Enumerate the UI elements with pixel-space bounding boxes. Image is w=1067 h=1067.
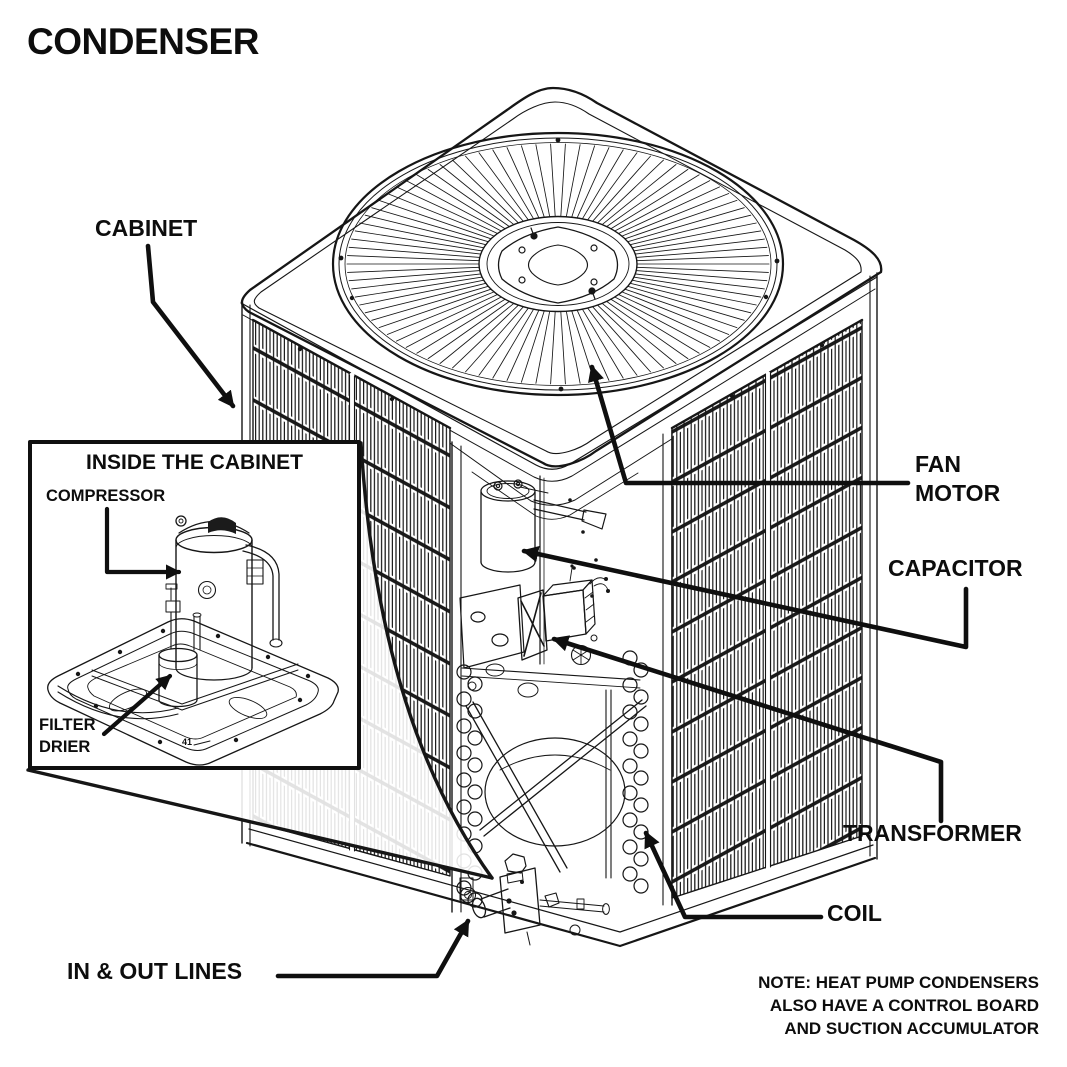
- note-line1: NOTE: HEAT PUMP CONDENSERS: [758, 973, 1039, 992]
- label-capacitor: CAPACITOR: [888, 555, 1023, 581]
- label-filter-line2: DRIER: [39, 738, 91, 756]
- base-pan-drawing: [47, 618, 339, 766]
- label-filter-drier: FILTER DRIER: [39, 714, 96, 758]
- coil-arrow: [643, 830, 824, 920]
- note-text: NOTE: HEAT PUMP CONDENSERS ALSO HAVE A C…: [758, 971, 1039, 1040]
- label-fan-motor: FAN MOTOR: [915, 450, 1000, 508]
- label-compressor: COMPRESSOR: [46, 487, 166, 505]
- fan-motor-arrow: [588, 364, 911, 486]
- filter-drier-arrow: [101, 673, 173, 737]
- fan-motor-mount-plate: [497, 226, 619, 304]
- in-out-lines-arrow: [275, 918, 471, 979]
- note-line3: AND SUCTION ACCUMULATOR: [784, 1019, 1039, 1038]
- leader-arrows: [101, 243, 969, 979]
- label-transformer: TRANSFORMER: [843, 820, 1022, 846]
- right-louver-panel: [670, 318, 864, 899]
- label-part-41: 41: [182, 737, 193, 747]
- transformer-drawing: [517, 564, 610, 661]
- label-cabinet: CABINET: [95, 215, 198, 241]
- capacitor-drawing: [480, 479, 607, 573]
- label-fan-motor-line1: FAN: [915, 451, 961, 477]
- fan-grille: [331, 131, 785, 397]
- interior-components: [456, 475, 649, 946]
- label-coil: COIL: [827, 900, 882, 926]
- compressor-drawing: [175, 515, 283, 681]
- compressor-compartment: [465, 689, 647, 879]
- part-41-leader: [193, 740, 211, 746]
- service-valves-drawing: [459, 853, 610, 946]
- transformer-arrow: [551, 635, 944, 824]
- note-line2: ALSO HAVE A CONTROL BOARD: [769, 996, 1039, 1015]
- inset-title: INSIDE THE CABINET: [85, 451, 303, 474]
- label-in-out-lines: IN & OUT LINES: [67, 958, 243, 984]
- label-fan-motor-line2: MOTOR: [915, 480, 1001, 506]
- compressor-arrow: [104, 506, 182, 580]
- fan-blades: [346, 143, 770, 385]
- page-title: CONDENSER: [27, 21, 259, 62]
- label-filter-line1: FILTER: [39, 716, 96, 734]
- capacitor-arrow: [521, 545, 969, 650]
- cabinet-arrow: [145, 243, 236, 409]
